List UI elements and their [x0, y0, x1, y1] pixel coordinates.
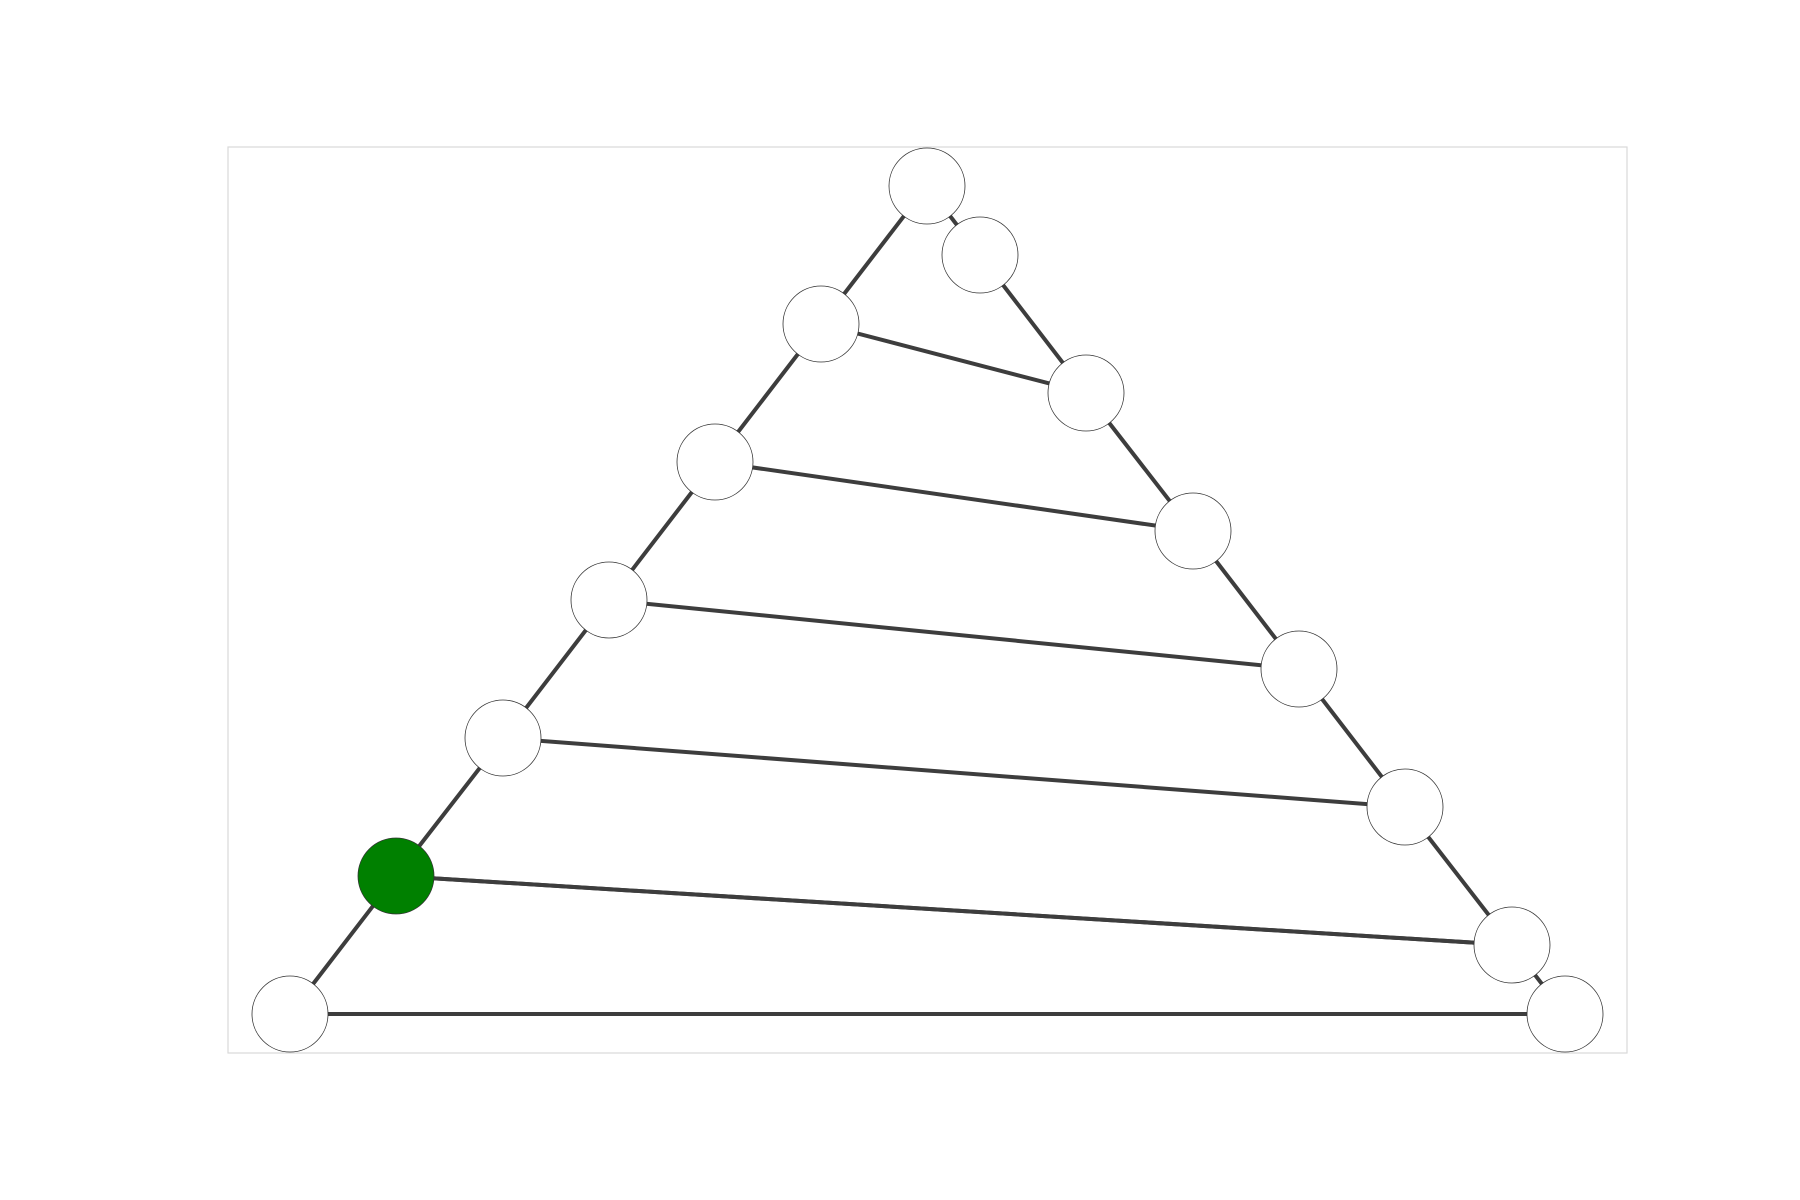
- edge-n8-n9: [501, 736, 1407, 809]
- node-layer: [251, 147, 1604, 1053]
- graph-node: [888, 147, 966, 225]
- edge-n2-n3: [819, 322, 1088, 395]
- edge-n13-n12: [394, 874, 1514, 947]
- graph-node: [251, 975, 329, 1053]
- edge-layer: [288, 184, 1567, 1016]
- graph-node: [941, 216, 1019, 294]
- edge-n4-n5: [713, 460, 1195, 533]
- graph-node: [570, 561, 648, 639]
- edge-n6-n7: [607, 598, 1301, 671]
- graph-node: [782, 285, 860, 363]
- highlighted-node: [357, 837, 435, 915]
- graph-node: [1047, 354, 1125, 432]
- graph-node: [1154, 492, 1232, 570]
- graph-node: [676, 423, 754, 501]
- plot-frame: [227, 146, 1628, 1054]
- graph-node: [1526, 975, 1604, 1053]
- graph-node: [1366, 768, 1444, 846]
- graph-node: [1473, 906, 1551, 984]
- graph-node: [1260, 630, 1338, 708]
- graph-node: [464, 699, 542, 777]
